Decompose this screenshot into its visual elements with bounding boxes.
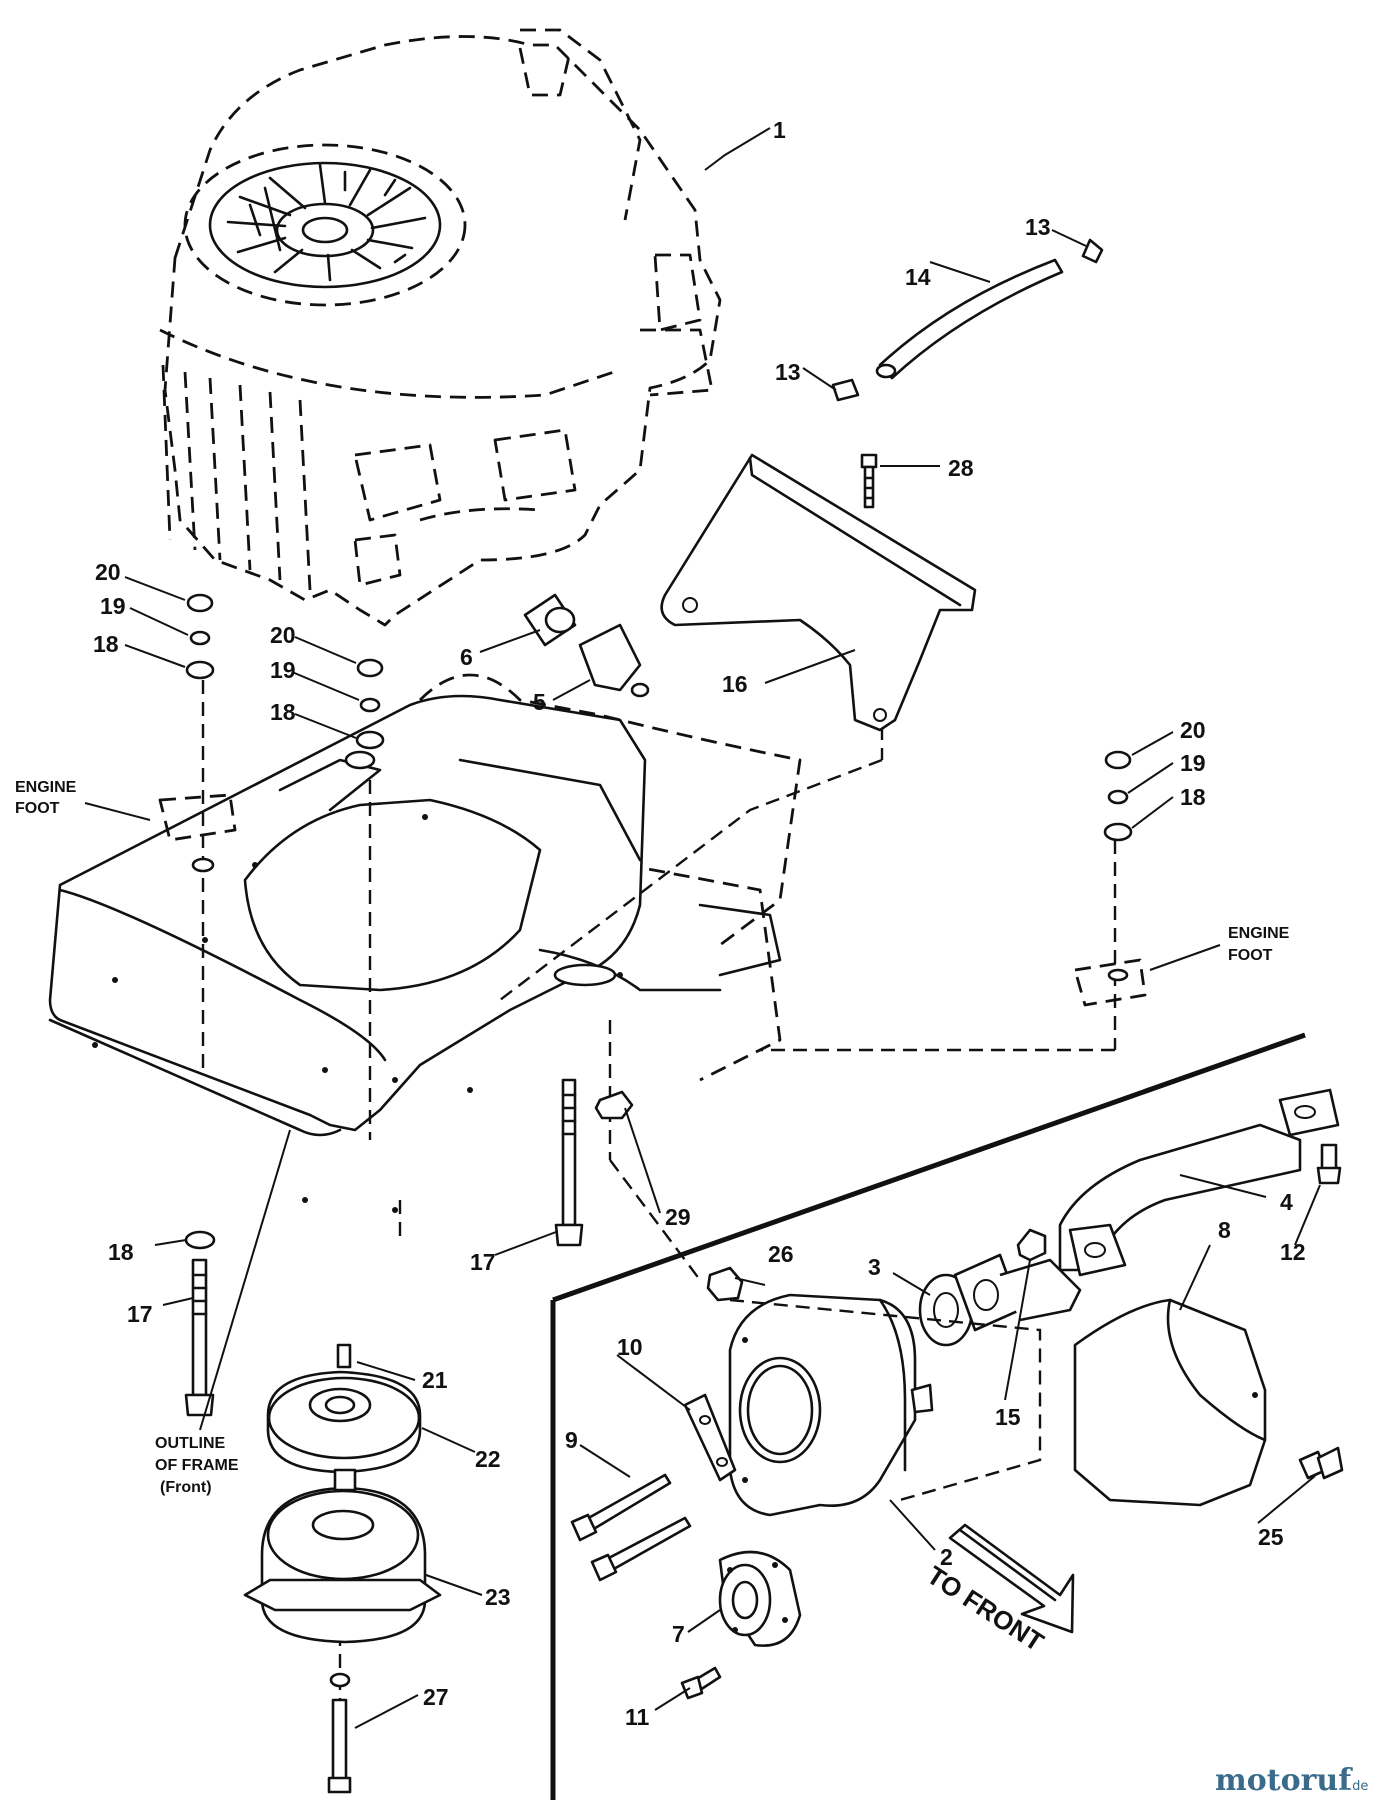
engine-phantom	[159, 28, 722, 627]
screw-25	[1298, 1446, 1344, 1480]
callout-19-left: 19	[100, 593, 126, 619]
callout-27: 27	[423, 1684, 449, 1710]
bolt-28	[860, 453, 878, 509]
washer-18-lower	[184, 1230, 216, 1250]
muffler-2	[728, 1293, 934, 1517]
key-21	[336, 1343, 352, 1369]
engine-foot-left	[158, 793, 237, 873]
hose-clamp-upper	[1081, 238, 1104, 264]
fuel-hose-assembly	[831, 238, 1104, 402]
callout-18-center: 18	[270, 699, 296, 725]
callout-11: 11	[625, 1704, 650, 1730]
washer-stack-right	[1103, 750, 1133, 842]
callout-20-center: 20	[270, 622, 296, 648]
engine-foot-left-line1: ENGINE	[15, 779, 77, 796]
bolt-27	[327, 1672, 352, 1794]
nut-29	[594, 1090, 634, 1120]
nut-15	[1016, 1228, 1047, 1262]
hose-clamp-lower	[831, 378, 860, 402]
leader-lines	[84, 127, 1321, 1729]
callout-2: 2	[940, 1544, 953, 1570]
callout-28: 28	[948, 455, 974, 481]
callout-23: 23	[485, 1584, 511, 1610]
callout-20-left: 20	[95, 559, 121, 585]
screw-11	[680, 1666, 722, 1700]
callout-17-center: 17	[470, 1249, 496, 1275]
flange	[953, 1253, 1082, 1332]
washer-stack-left	[185, 593, 215, 680]
watermark: motoruf .de	[1215, 1763, 1368, 1798]
engine-foot-right-line1: ENGINE	[1228, 925, 1290, 942]
callout-26: 26	[768, 1241, 794, 1267]
muffler-detail-border	[550, 1032, 1306, 1800]
callout-13-upper: 13	[1025, 214, 1051, 240]
engine-foot-label-right: ENGINE FOOT	[1228, 925, 1290, 964]
engine-foot-label-left: ENGINE FOOT	[15, 779, 77, 817]
pulley-22	[266, 1370, 422, 1474]
watermark-suffix: .de	[1348, 1779, 1368, 1794]
engine-foot-right	[1073, 958, 1147, 1007]
callout-20-right: 20	[1180, 717, 1206, 743]
bolt-9-upper	[570, 1473, 672, 1542]
callout-labels: 1 13 14 13 28 6 5 16 20 19 18 20 19 18 2…	[93, 117, 1306, 1730]
spark-arrestor-7	[718, 1550, 802, 1647]
washer-stack-center	[355, 658, 385, 750]
callout-16: 16	[722, 671, 748, 697]
callout-7: 7	[672, 1621, 685, 1647]
callout-18-lower: 18	[108, 1239, 134, 1265]
bolt-17-left	[184, 1258, 215, 1417]
arrow-icon	[948, 1523, 1075, 1634]
callout-9: 9	[565, 1427, 578, 1453]
gasket-3	[918, 1273, 974, 1347]
clutch-23	[243, 1468, 442, 1644]
bolt-17-center	[554, 1078, 584, 1247]
callout-14: 14	[905, 264, 931, 290]
bracket-10	[683, 1393, 737, 1482]
engine-foot-left-line2: FOOT	[15, 800, 60, 817]
engine-foot-right-line2: FOOT	[1228, 947, 1273, 964]
heat-shield-8	[1073, 1298, 1267, 1507]
callout-19-center: 19	[270, 657, 296, 683]
bolt-12	[1316, 1143, 1342, 1185]
callout-17-left: 17	[127, 1301, 153, 1327]
outline-line3: (Front)	[160, 1479, 212, 1496]
callout-13-lower: 13	[775, 359, 801, 385]
callout-18-right: 18	[1180, 784, 1206, 810]
bolt-9-lower	[590, 1516, 692, 1582]
callout-10: 10	[617, 1334, 643, 1360]
callout-12: 12	[1280, 1239, 1306, 1265]
exhaust-pipe-4	[1058, 1088, 1340, 1277]
fuel-fittings	[523, 593, 650, 698]
nut-26	[706, 1266, 744, 1302]
callout-25: 25	[1258, 1524, 1284, 1550]
callout-19-right: 19	[1180, 750, 1206, 776]
callout-5: 5	[533, 689, 546, 715]
watermark-brand: motoruf	[1215, 1763, 1353, 1798]
callout-15: 15	[995, 1404, 1021, 1430]
callout-3: 3	[868, 1254, 881, 1280]
callout-6: 6	[460, 644, 473, 670]
callout-29: 29	[665, 1204, 691, 1230]
outline-line2: OF FRAME	[155, 1457, 239, 1474]
callout-21: 21	[422, 1367, 448, 1393]
outline-line1: OUTLINE	[155, 1435, 226, 1452]
mount-bracket	[660, 453, 977, 732]
callout-18-left: 18	[93, 631, 119, 657]
frame	[48, 673, 802, 1213]
callout-1: 1	[773, 117, 786, 143]
callout-4: 4	[1280, 1189, 1293, 1215]
callout-8: 8	[1218, 1217, 1231, 1243]
callout-22: 22	[475, 1446, 501, 1472]
outline-of-frame-label: OUTLINE OF FRAME (Front)	[155, 1435, 239, 1496]
